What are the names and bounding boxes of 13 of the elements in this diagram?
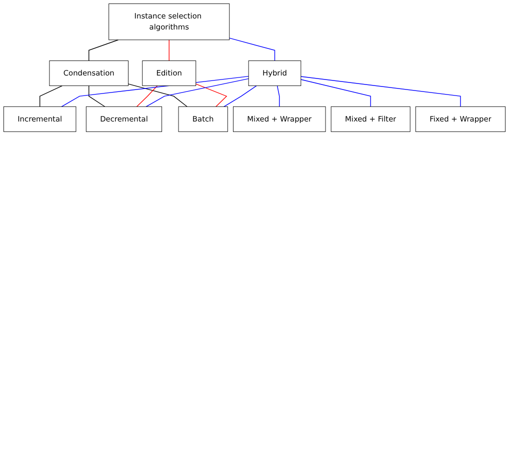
connector: [168, 40, 170, 62]
connector: [300, 76, 461, 107]
connector: [88, 40, 119, 62]
connector: [196, 84, 228, 107]
connector: [40, 85, 62, 107]
connector: [300, 79, 371, 107]
connector: [128, 84, 188, 107]
connector: [229, 38, 276, 62]
connector: [136, 85, 158, 107]
connector: [224, 85, 257, 107]
connector: [146, 78, 249, 107]
connector: [276, 85, 280, 107]
connector: [88, 85, 106, 107]
